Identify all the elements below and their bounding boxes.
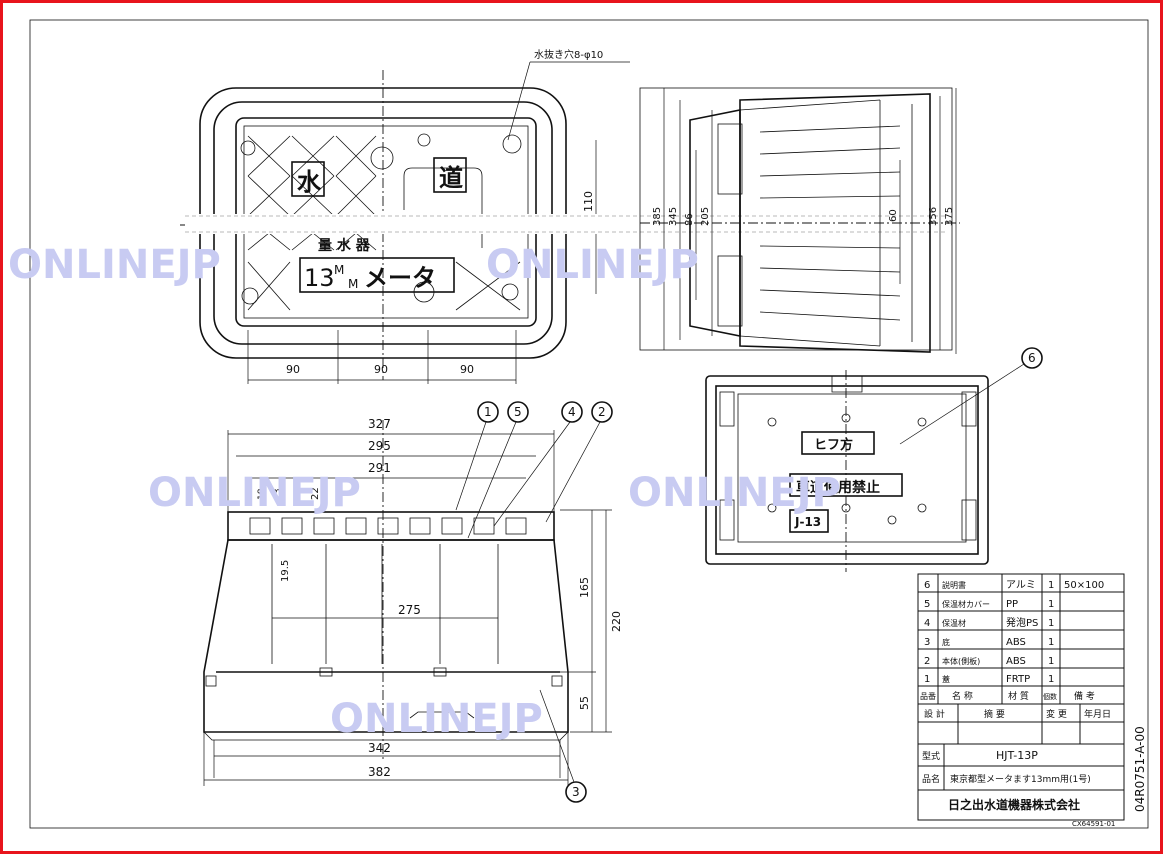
lid-text-meter: メータ bbox=[364, 264, 436, 292]
row3-no: 3 bbox=[924, 637, 930, 648]
model-value: HJT-13P bbox=[996, 749, 1038, 762]
lid-char-water: 水 bbox=[297, 168, 322, 196]
watermark-1: ONLINEJP bbox=[8, 242, 221, 288]
front-dim-165: 165 bbox=[578, 577, 591, 598]
row1-name: 蓋 bbox=[942, 674, 950, 684]
header-material: 材 質 bbox=[1008, 690, 1029, 702]
front-dim-327: 327 bbox=[368, 417, 391, 431]
lid-text-13: 13 bbox=[304, 264, 335, 292]
top-dim-1: 90 bbox=[286, 363, 300, 376]
top-dim-3: 90 bbox=[460, 363, 474, 376]
side-dim-60: 60 bbox=[888, 209, 899, 222]
lid-warning-text: 車道使用禁止 bbox=[796, 479, 880, 496]
front-dim-220: 220 bbox=[610, 611, 623, 632]
row6-no: 6 bbox=[924, 580, 930, 591]
side-dim-385: 385 bbox=[652, 207, 663, 226]
callout-5: 5 bbox=[514, 405, 522, 419]
header-note: 備 考 bbox=[1074, 690, 1095, 702]
front-dim-13: 13 bbox=[273, 489, 283, 500]
side-view: 385 345 86 205 60 356 375 bbox=[639, 87, 960, 354]
lid-view: ヒフ方 車道使用禁止 J-13 6 bbox=[705, 347, 1043, 572]
watermark-3: ONLINEJP bbox=[148, 470, 361, 516]
lid-text-sup: M bbox=[334, 263, 344, 277]
lid-text-meter-small: 量 水 器 bbox=[318, 237, 371, 254]
front-dim-291: 291 bbox=[368, 461, 391, 475]
front-dim-55: 55 bbox=[578, 696, 591, 710]
row5-qty: 1 bbox=[1048, 599, 1054, 610]
row2-name: 本体(側板) bbox=[942, 656, 980, 666]
side-dim-375: 375 bbox=[944, 207, 955, 226]
company-name: 日之出水道機器株式会社 bbox=[948, 797, 1080, 812]
sheet-code: CX64591-01 bbox=[1072, 820, 1115, 828]
watermark-4: ONLINEJP bbox=[628, 470, 841, 516]
header-name: 名 称 bbox=[952, 690, 973, 702]
drawing-number: 04R0751-A-00 bbox=[1133, 726, 1147, 812]
side-dim-345: 345 bbox=[668, 207, 679, 226]
product-value: 東京都型メータます13mm用(1号) bbox=[950, 773, 1091, 785]
callout-1: 1 bbox=[484, 405, 492, 419]
product-label: 品名 bbox=[922, 773, 940, 785]
front-view: 327 295 291 18 13 22 19.5 275 165 220 55… bbox=[203, 401, 623, 803]
rev-design: 設 計 bbox=[924, 708, 945, 720]
rev-change: 変 更 bbox=[1046, 708, 1067, 720]
header-no: 品番 bbox=[920, 691, 936, 701]
row2-no: 2 bbox=[924, 656, 930, 667]
model-label: 型式 bbox=[922, 750, 940, 762]
row6-name: 説明書 bbox=[942, 580, 966, 590]
front-dim-275: 275 bbox=[398, 603, 421, 617]
lid-text-sub: M bbox=[348, 277, 358, 291]
lid-callout-6: 6 bbox=[1028, 351, 1036, 365]
row4-name: 保温材 bbox=[942, 618, 966, 628]
row6-qty: 1 bbox=[1048, 580, 1054, 591]
lid-model-mark: J-13 bbox=[794, 515, 821, 529]
top-dim-2: 90 bbox=[374, 363, 388, 376]
front-dim-342: 342 bbox=[368, 741, 391, 755]
row1-qty: 1 bbox=[1048, 674, 1054, 685]
drain-hole-note: 水抜き穴8-φ10 bbox=[534, 48, 603, 61]
header-qty: 個数 bbox=[1043, 692, 1057, 701]
row3-name: 底 bbox=[942, 637, 950, 647]
front-dim-18: 18 bbox=[257, 488, 267, 500]
row1-no: 1 bbox=[924, 674, 930, 685]
sheet-border bbox=[29, 19, 1149, 829]
row5-no: 5 bbox=[924, 599, 930, 610]
lid-sticker-text: ヒフ方 bbox=[814, 437, 853, 453]
row4-no: 4 bbox=[924, 618, 930, 629]
watermark-2: ONLINEJP bbox=[486, 242, 699, 288]
row2-qty: 1 bbox=[1048, 656, 1054, 667]
top-dim-right: 110 bbox=[582, 191, 595, 212]
row2-material: ABS bbox=[1006, 656, 1026, 667]
front-dim-22: 22 bbox=[310, 487, 321, 500]
scan-band bbox=[185, 214, 945, 234]
row4-qty: 1 bbox=[1048, 618, 1054, 629]
front-dim-19-5: 19.5 bbox=[280, 560, 291, 582]
row4-material: 発泡PS bbox=[1006, 616, 1038, 629]
callout-4: 4 bbox=[568, 405, 576, 419]
row1-material: FRTP bbox=[1006, 674, 1030, 685]
row6-note: 50×100 bbox=[1064, 580, 1104, 591]
rev-detail: 摘 要 bbox=[984, 708, 1005, 720]
rev-date: 年月日 bbox=[1084, 708, 1111, 720]
row5-name: 保温材カバー bbox=[942, 599, 990, 609]
side-dim-205: 205 bbox=[700, 207, 711, 226]
lid-char-road: 道 bbox=[439, 164, 463, 192]
row6-material: アルミ bbox=[1006, 580, 1036, 591]
row5-material: PP bbox=[1006, 599, 1018, 610]
watermark-5: ONLINEJP bbox=[330, 696, 543, 742]
front-dim-295: 295 bbox=[368, 439, 391, 453]
callout-2: 2 bbox=[598, 405, 606, 419]
side-dim-356: 356 bbox=[928, 207, 939, 226]
front-dim-382: 382 bbox=[368, 765, 391, 779]
parts-table: 6 説明書 アルミ 1 50×100 5 保温材カバー PP 1 4 保温材 発… bbox=[917, 573, 1125, 821]
row3-material: ABS bbox=[1006, 637, 1026, 648]
side-dim-86: 86 bbox=[684, 213, 695, 226]
row3-qty: 1 bbox=[1048, 637, 1054, 648]
callout-3: 3 bbox=[572, 785, 580, 799]
